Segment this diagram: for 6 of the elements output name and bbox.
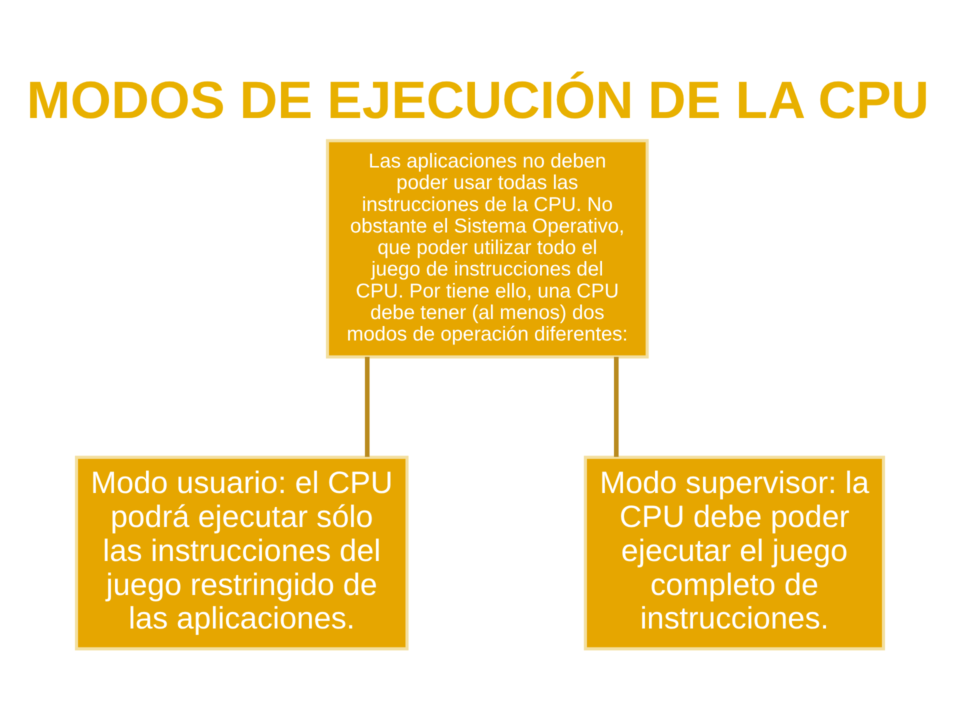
diagram-title: MODOS DE EJECUCIÓN DE LA CPU — [26, 70, 930, 130]
node-box: Las aplicaciones no deben poder usar todas las instrucciones de la CPU. No obstante el Sistema Operativo, que poder utilizar todo el juego de instrucciones del CPU. Por tiene ello, una CPU debe tener (al menos) dos modos de operación diferentes: — [326, 139, 649, 358]
node-box: Modo usuario: el CPU podrá ejecutar sólo las instrucciones del juego restringido de las aplicaciones. — [74, 456, 409, 650]
node-box: Modo supervisor: la CPU debe poder ejecutar el juego completo de instrucciones. — [584, 456, 886, 650]
connector — [614, 356, 619, 457]
connector — [364, 356, 370, 457]
